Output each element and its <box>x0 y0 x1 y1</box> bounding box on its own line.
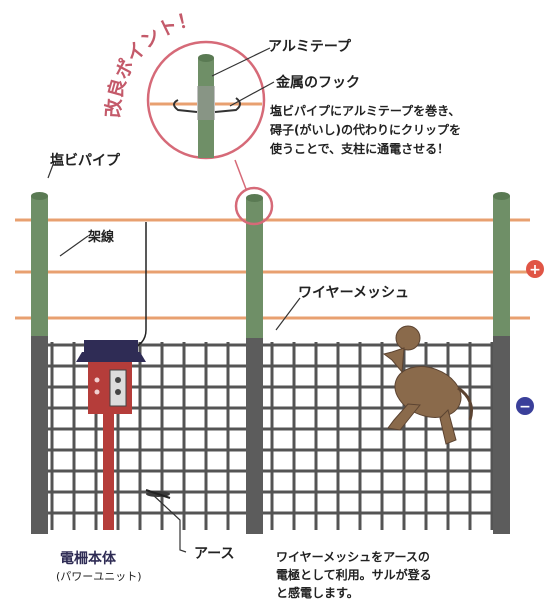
wire-mesh <box>40 342 510 530</box>
callout-aluminum <box>211 47 271 77</box>
svg-text:−: − <box>519 399 531 415</box>
fence-post-center <box>246 194 263 534</box>
minus-terminal-icon: − <box>516 397 534 415</box>
monkey-icon <box>382 325 473 445</box>
pvc-pipe-label: 塩ビパイプ <box>50 153 120 169</box>
wire-mesh-label: ワイヤーメッシュ <box>298 285 410 301</box>
power-cable <box>127 222 147 351</box>
description-top: 塩ビパイプにアルミテープを巻き、 碍子(がいし)の代わりにクリップを 使うことで… <box>270 104 461 156</box>
callout-pvc <box>47 161 55 179</box>
power-unit <box>76 340 146 530</box>
power-unit-label: 電柵本体 <box>60 551 116 567</box>
plus-terminal-icon: + <box>526 260 544 278</box>
power-unit-sublabel: (パワーユニット) <box>56 570 142 583</box>
metal-hook-icon <box>173 97 241 113</box>
magnify-connector <box>234 159 247 190</box>
metal-hook-label: 金属のフック <box>276 75 360 91</box>
earth-rod <box>145 489 171 499</box>
magnified-detail <box>146 40 266 160</box>
wire-label: 架線 <box>88 230 115 245</box>
callout-mesh <box>275 297 301 331</box>
callout-wire <box>59 235 89 257</box>
fence-post-left <box>31 192 48 534</box>
fence-post-right <box>493 192 510 534</box>
svg-text:+: + <box>529 262 541 278</box>
aluminum-tape-label: アルミテープ <box>268 39 352 55</box>
description-bottom: ワイヤーメッシュをアースの 電極として利用。サルが登る と感電します。 <box>276 550 432 600</box>
callout-hook <box>229 81 275 107</box>
callout-earth <box>151 493 187 553</box>
earth-label: アース <box>194 546 235 562</box>
highlight-circle <box>234 186 274 226</box>
fence-wires <box>15 218 530 320</box>
